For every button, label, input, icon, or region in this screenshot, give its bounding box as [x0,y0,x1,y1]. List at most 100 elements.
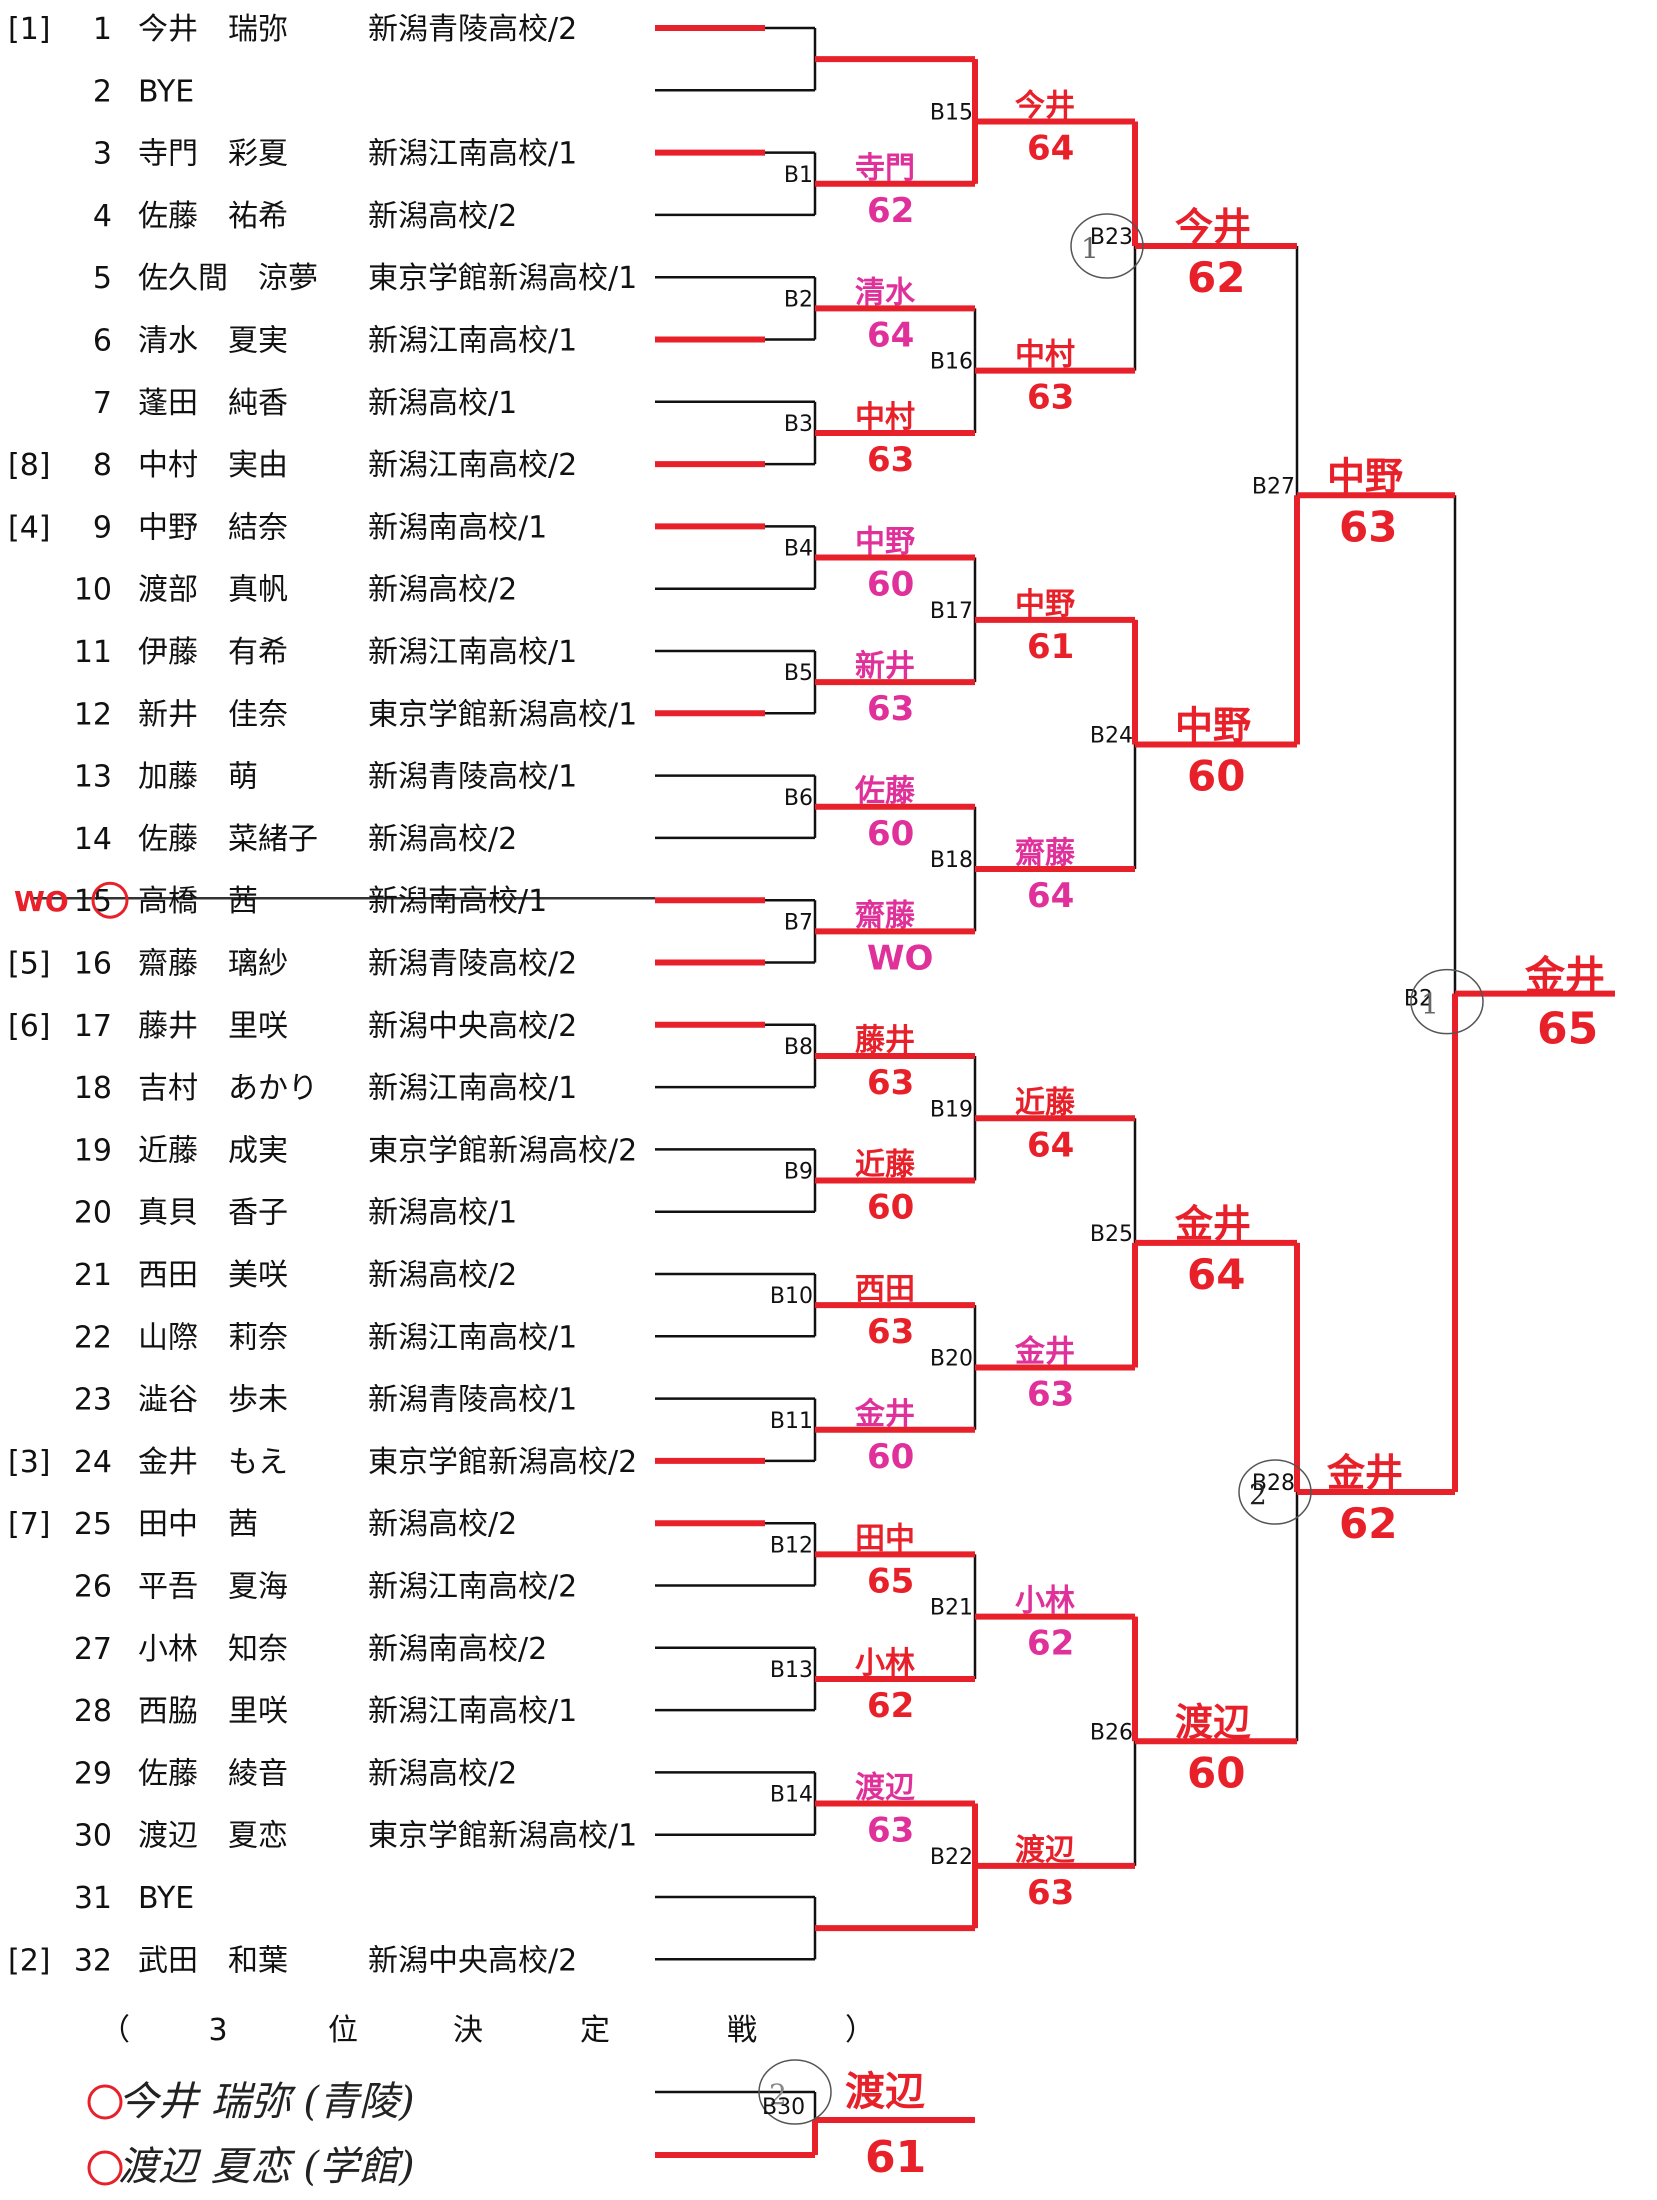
match-score: 62 [1027,1624,1074,1664]
match-label: B27 [1252,474,1295,499]
match-score: 62 [867,1686,914,1726]
player-school: 新潟高校/2 [368,1507,517,1542]
player-name: 今井 瑞弥 [138,12,288,47]
draw-number: 29 [74,1756,112,1791]
match-score: 64 [1027,1125,1074,1165]
winner-name: 中野 [1175,703,1251,747]
match-score: 65 [867,1561,914,1601]
winner-name: 藤井 [855,1023,915,1058]
player-name: 金井 もえ [138,1445,288,1480]
seed-label: [5] [8,947,51,982]
player-school: 新潟青陵高校/2 [368,947,577,982]
player-school: 新潟江南高校/1 [368,635,577,670]
winner-name: 近藤 [1015,1085,1076,1120]
player-name: BYE [138,1881,194,1916]
winner-name: 今井 [1015,88,1075,123]
draw-number: 28 [74,1694,112,1729]
match-label: B21 [930,1596,973,1621]
winner-name: 金井 [1014,1334,1075,1369]
match-label: B13 [770,1658,813,1683]
match-score: 62 [1339,1499,1397,1548]
winner-name: 渡辺 [855,1771,915,1806]
pencil-circle-mark [1070,213,1144,279]
draw-number: 2 [93,74,112,109]
player-name: 真貝 香子 [138,1196,288,1231]
draw-number: 14 [74,822,112,857]
winner-name: 齋藤 [855,898,916,933]
match-score: 62 [867,191,914,231]
player-name: 新井 佳奈 [138,697,288,732]
result-note: 寺門 62 [855,151,915,231]
third-place-title-char: （ [100,2013,130,2048]
match-score: 65 [1537,1004,1598,1055]
player-school: 新潟高校/2 [368,1258,517,1293]
winner-name: 渡辺 [1175,1700,1251,1744]
match-score: 63 [1027,1873,1074,1913]
draw-number: 12 [74,697,112,732]
match-label: B6 [784,786,813,811]
winner-name: 寺門 [855,151,915,186]
player-school: 新潟南高校/2 [368,1632,547,1667]
player-school: 東京学館新潟高校/2 [368,1445,637,1480]
player-name: 澁谷 歩未 [138,1383,288,1418]
player-school: 新潟高校/1 [368,1196,517,1231]
match-label: B20 [930,1346,973,1371]
draw-number: 27 [74,1632,112,1667]
third-place-title-char: 戦 [727,2013,757,2048]
winner-name: 齋藤 [1015,836,1076,871]
seed-label: [3] [8,1445,51,1480]
draw-number: 21 [74,1258,112,1293]
draw-number: 26 [74,1570,112,1605]
draw-number: 11 [74,635,112,670]
draw-number: 17 [74,1009,112,1044]
player-name: 平吾 夏海 [138,1570,288,1605]
match-label: B14 [770,1783,813,1808]
match-label: B23 [1090,225,1133,250]
seed-label: [4] [8,510,51,545]
match-label: B22 [930,1845,973,1870]
player-school: 新潟江南高校/2 [368,1570,577,1605]
match-label: B1 [784,163,813,188]
match-label: B3 [784,412,813,437]
player-name: 高橋 茜 [138,884,258,919]
handwritten-results: 寺門62清水64中村63中野60新井63佐藤60齋藤WO藤井63近藤60西田63… [14,88,1605,2186]
draw-number: 5 [93,261,112,296]
draw-number: 3 [93,137,112,172]
draw-number: 30 [74,1819,112,1854]
player-school: 新潟南高校/1 [368,884,547,919]
draw-number: 22 [74,1320,112,1355]
player-school: 新潟江南高校/1 [368,1071,577,1106]
player-row: 26 平吾 夏海 新潟江南高校/2 [74,1570,577,1605]
pencil-circle-mark [1238,1459,1312,1525]
match-label: B12 [770,1533,813,1558]
player-name: 伊藤 有希 [138,635,288,670]
match-score: 64 [1027,128,1074,168]
player-row: 11 伊藤 有希 新潟江南高校/1 [74,635,577,670]
player-name: 加藤 萌 [138,760,258,795]
draw-number: 4 [93,199,112,234]
match-label: B26 [1090,1720,1133,1745]
match-label: B25 [1090,1222,1133,1247]
winner-name: 中村 [855,400,915,435]
draw-number: 16 [74,947,112,982]
third-place-title-char: 定 [580,2013,610,2048]
winner-name: 佐藤 [854,774,916,809]
match-score: 63 [1027,378,1074,418]
match-score: 63 [867,689,914,729]
